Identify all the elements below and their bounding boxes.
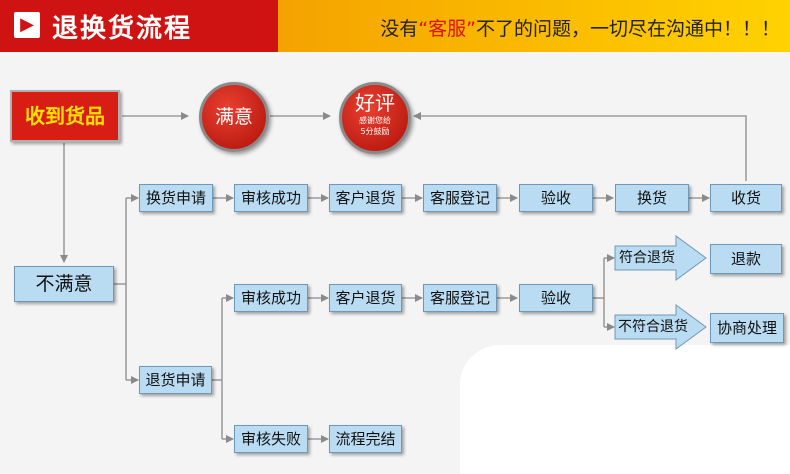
- process-complete-node: 流程完结: [329, 425, 402, 453]
- qualified-return-label: 符合退货: [619, 250, 675, 266]
- exchange-inspection-node: 验收: [519, 184, 593, 212]
- exchange-review-success-node: 审核成功: [234, 184, 308, 212]
- slogan-pre: 没有: [380, 18, 419, 40]
- receive-goods-node: 收货: [710, 184, 782, 212]
- satisfied-node: 满意: [199, 82, 269, 152]
- return-apply-node: 退货申请: [139, 366, 212, 394]
- chevron-right-icon: ▶: [14, 12, 40, 38]
- header-slogan-band: 没有“客服”不了的问题，一切尽在沟通中！！！: [278, 0, 790, 52]
- unqualified-return-label: 不符合退货: [618, 319, 688, 335]
- refund-node: 退款: [710, 244, 782, 274]
- page-header: ▶ 退换货流程 没有“客服”不了的问题，一切尽在沟通中！！！: [0, 0, 790, 52]
- page-title: 退换货流程: [52, 14, 193, 44]
- header-title-band: ▶ 退换货流程: [0, 0, 278, 52]
- good-review-note-2: 5分鼓励: [360, 127, 390, 136]
- background-blob: [460, 345, 790, 474]
- exchange-node: 换货: [615, 184, 689, 212]
- header-slogan: 没有“客服”不了的问题，一切尽在沟通中！！！: [380, 14, 780, 41]
- slogan-post: 不了的问题，一切尽在沟通中！！！: [475, 18, 780, 40]
- return-review-success-node: 审核成功: [234, 284, 308, 312]
- good-review-node: 好评 感谢您给 5分鼓励: [339, 82, 411, 154]
- good-review-label: 好评: [355, 91, 395, 115]
- return-inspection-node: 验收: [519, 284, 593, 312]
- return-customer-return-node: 客户退货: [329, 284, 402, 312]
- exchange-customer-return-node: 客户退货: [329, 184, 402, 212]
- return-service-register-node: 客服登记: [423, 284, 497, 312]
- slogan-highlight: “客服”: [418, 18, 476, 40]
- qualified-arrow-shape: [614, 235, 707, 281]
- negotiate-node: 协商处理: [710, 313, 784, 343]
- review-failed-node: 审核失败: [234, 425, 308, 453]
- satisfied-label: 满意: [214, 106, 253, 128]
- exchange-service-register-node: 客服登记: [423, 184, 497, 212]
- exchange-apply-node: 换货申请: [139, 184, 213, 212]
- good-review-note-1: 感谢您给: [359, 116, 391, 125]
- received-goods-node: 收到货品: [10, 90, 120, 142]
- unsatisfied-node: 不满意: [14, 266, 114, 302]
- unqualified-arrow-shape: [614, 304, 707, 350]
